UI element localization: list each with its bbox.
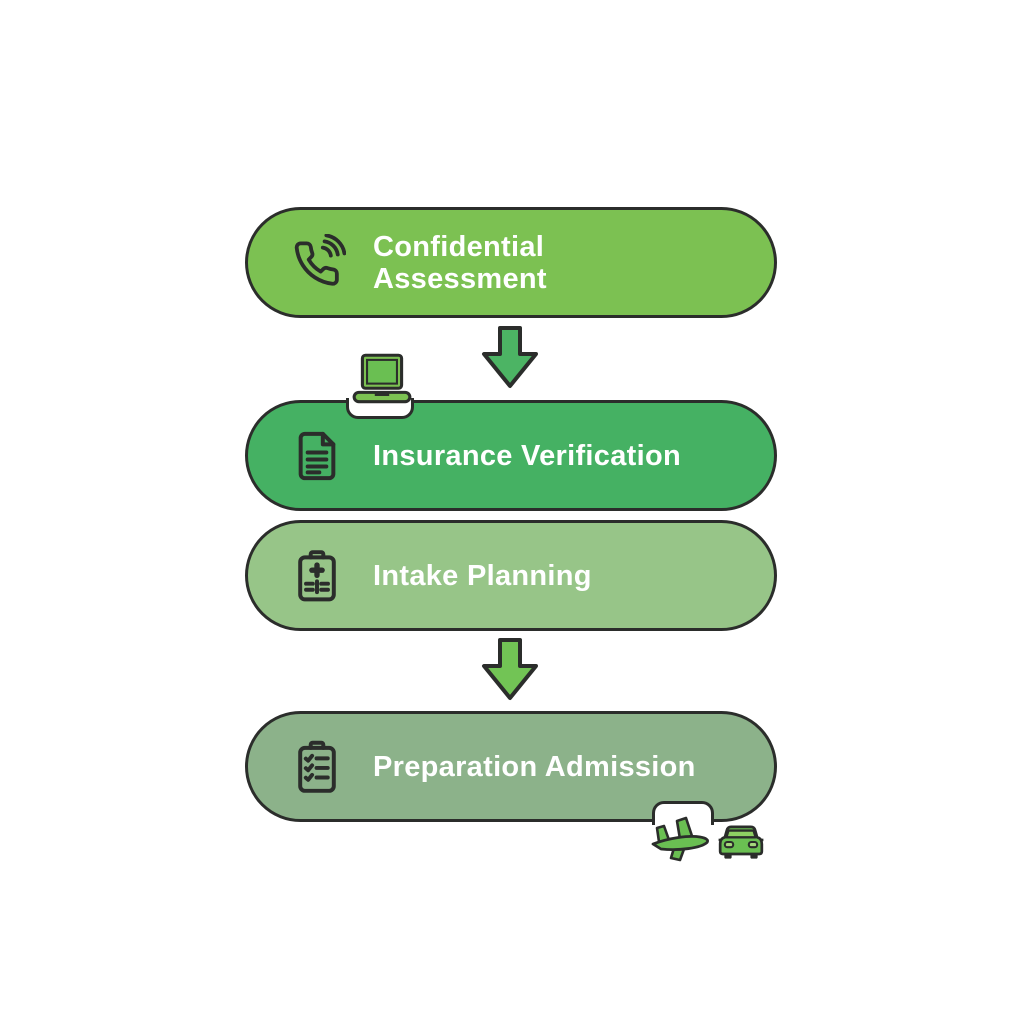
document-icon <box>288 427 346 485</box>
step-label-insurance-verification: Insurance Verification <box>373 439 681 472</box>
laptop-icon <box>349 353 415 407</box>
checklist-clipboard-icon <box>288 738 346 796</box>
phone-call-icon <box>288 233 346 292</box>
laptop-notch <box>346 398 414 419</box>
step-insurance-verification: Insurance Verification <box>245 400 777 511</box>
step-label-preparation-admission: Preparation Admission <box>373 750 696 783</box>
step-confidential-assessment: Confidential Assessment <box>245 207 777 318</box>
step-label-intake-planning: Intake Planning <box>373 559 592 592</box>
car-icon <box>716 822 766 862</box>
medical-clipboard-icon <box>288 547 346 605</box>
down-arrow-icon <box>474 636 546 704</box>
step-preparation-admission: Preparation Admission <box>245 711 777 822</box>
airplane-notch <box>652 801 714 825</box>
step-label-confidential-assessment: Confidential Assessment <box>373 230 547 295</box>
step-intake-planning: Intake Planning <box>245 520 777 631</box>
down-arrow-icon <box>474 324 546 392</box>
airplane-icon <box>648 808 714 864</box>
